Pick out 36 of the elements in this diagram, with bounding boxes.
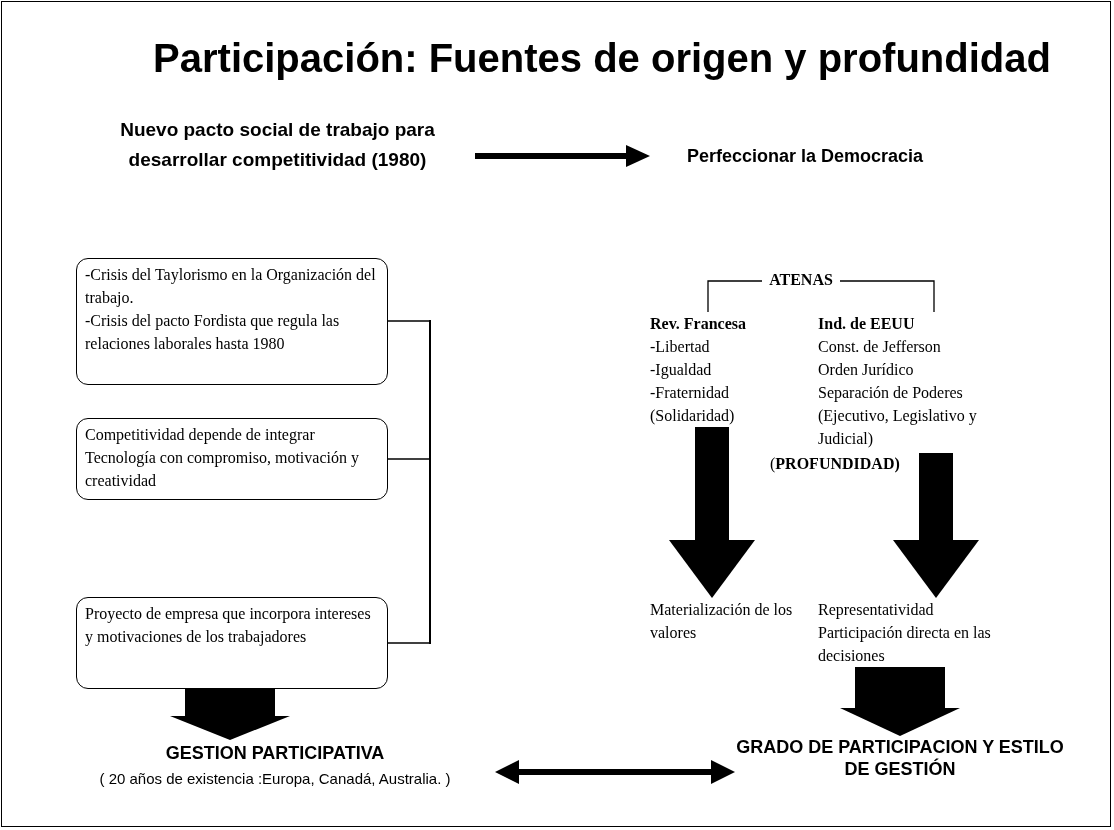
text: Materialización de los valores bbox=[650, 598, 810, 648]
connector-line bbox=[387, 642, 430, 644]
text: -Crisis del Taylorismo en la Organización del trabajo. bbox=[85, 265, 377, 309]
block-arrow bbox=[170, 689, 290, 740]
text: Participación directa en las decisiones bbox=[818, 623, 992, 666]
text: -Igualdad bbox=[650, 360, 713, 381]
text: -Libertad bbox=[650, 337, 711, 357]
text: ATENAS bbox=[762, 268, 840, 294]
note-card bbox=[76, 258, 388, 385]
block-arrow bbox=[669, 427, 755, 598]
double-arrow bbox=[495, 760, 735, 784]
title: Participación: Fuentes de origen y profundidad bbox=[152, 36, 1052, 81]
block-arrow bbox=[840, 667, 960, 736]
label: (PROFUNDIDAD) bbox=[770, 454, 900, 475]
text: -Fraternidad bbox=[650, 383, 731, 403]
connector-line bbox=[707, 280, 763, 313]
text: Separación de Poderes (Ejecutivo, Legislativo y Judicial) bbox=[818, 383, 978, 450]
text: ( 20 años de existencia :Europa, Canadá, Australia. ) bbox=[98, 769, 452, 789]
heading: Rev. Francesa bbox=[650, 314, 747, 334]
block-arrow bbox=[893, 453, 979, 598]
connector-line bbox=[387, 320, 430, 322]
connector-line bbox=[387, 458, 430, 460]
text: Perfeccionar la Democracia bbox=[650, 142, 960, 172]
arrow bbox=[475, 145, 650, 167]
text: (Solidaridad) bbox=[650, 406, 736, 427]
text: Orden Jurídico bbox=[818, 360, 915, 380]
note-card: Competitividad depende de integrar Tecnología con compromiso, motivación y creatividad bbox=[76, 418, 388, 500]
connector-line bbox=[839, 280, 935, 313]
note-card: Proyecto de empresa que incorpora intereses y motivaciones de los trabajadores bbox=[76, 597, 388, 689]
heading: GESTION PARTICIPATIVA bbox=[164, 742, 386, 765]
text: Nuevo pacto social de trabajo para desarrollar competitividad (1980) bbox=[80, 115, 475, 215]
text: GRADO DE PARTICIPACION Y ESTILO DE GESTIÓN bbox=[735, 736, 1065, 792]
text: -Crisis del pacto Fordista que regula las relaciones laborales hasta 1980 bbox=[85, 311, 341, 354]
heading: Ind. de EEUU bbox=[818, 314, 916, 334]
text: Const. de Jefferson bbox=[818, 337, 942, 357]
text: Representatividad bbox=[818, 600, 935, 621]
